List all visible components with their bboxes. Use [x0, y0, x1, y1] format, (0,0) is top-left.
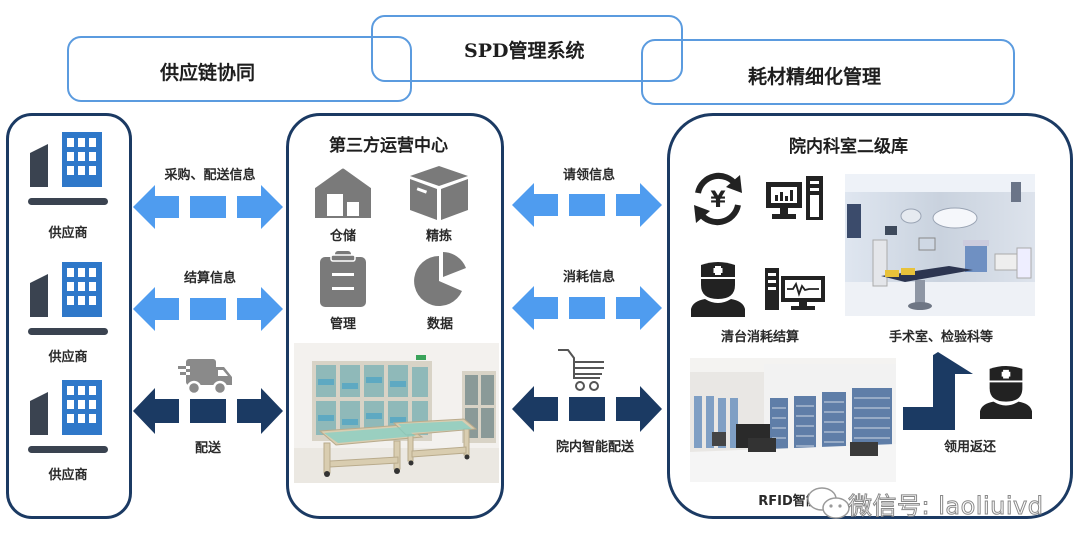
supply-chain-title: 供应链协同 [160, 62, 256, 84]
double-arrow-consumption [512, 286, 662, 330]
flow-label-internal-delivery: 院内智能配送 [555, 440, 634, 455]
building-icon [28, 262, 108, 335]
spd-system-box [371, 15, 683, 82]
clipboard-icon [320, 251, 366, 307]
hospital-dept-title: 院内科室二级库 [789, 137, 908, 157]
box-icon [410, 166, 468, 220]
supplier-label: 供应商 [48, 350, 88, 365]
warehouse-photo [294, 343, 499, 483]
flow-label-requisition: 请领信息 [562, 168, 615, 183]
svg-text:¥: ¥ [710, 188, 726, 213]
flow-label-consumption: 消耗信息 [562, 270, 615, 285]
double-arrow-requisition [512, 183, 662, 227]
function-label-data: 数据 [426, 317, 453, 332]
watermark-text: 微信号: laoliuivd [847, 492, 1044, 521]
double-arrow-purchase-delivery [133, 185, 283, 229]
supplier-2: 供应商 [26, 262, 114, 372]
consumables-mgmt-title: 耗材精细化管理 [748, 66, 882, 88]
monitor-waveform-icon [765, 268, 825, 310]
return-arrow-fix [903, 352, 933, 374]
function-label-picking: 精拣 [425, 229, 452, 244]
building-icon [28, 132, 108, 205]
operating-room-photo [845, 174, 1035, 316]
supplier-3: 供应商 [26, 380, 114, 490]
shopping-cart-icon [558, 349, 604, 391]
flow-label-settlement: 结算信息 [183, 271, 236, 286]
function-label-management: 管理 [329, 317, 356, 332]
operations-center-title: 第三方运营中心 [329, 136, 448, 156]
computer-chart-icon [766, 176, 823, 220]
supplier-label: 供应商 [48, 226, 88, 241]
yuan-exchange-icon: ¥ [694, 172, 742, 226]
or-label: 手术室、检验科等 [888, 330, 993, 345]
wechat-icon [807, 487, 850, 519]
flow-label-delivery: 配送 [194, 441, 221, 456]
double-arrow-delivery [133, 388, 283, 434]
pie-chart-icon [414, 252, 466, 306]
consumables-mgmt-box [641, 39, 1015, 105]
flow-label-purchase-delivery: 采购、配送信息 [164, 168, 256, 183]
supplier-1: 供应商 [26, 132, 114, 242]
return-label: 领用返还 [943, 440, 996, 455]
double-arrow-internal-delivery [512, 386, 662, 432]
supplier-label: 供应商 [48, 468, 88, 483]
rfid-cabinet-photo [690, 358, 896, 482]
building-icon [28, 380, 108, 453]
function-label-storage: 仓储 [329, 229, 356, 244]
double-arrow-settlement [133, 287, 283, 331]
doctor-icon [980, 366, 1032, 419]
warehouse-icon [315, 168, 371, 218]
billing-label: 清台消耗结算 [720, 330, 799, 345]
supply-chain-box [67, 36, 412, 102]
spd-system-title: SPD管理系统 [464, 40, 585, 62]
doctor-icon [691, 262, 745, 317]
truck-icon [178, 359, 232, 396]
